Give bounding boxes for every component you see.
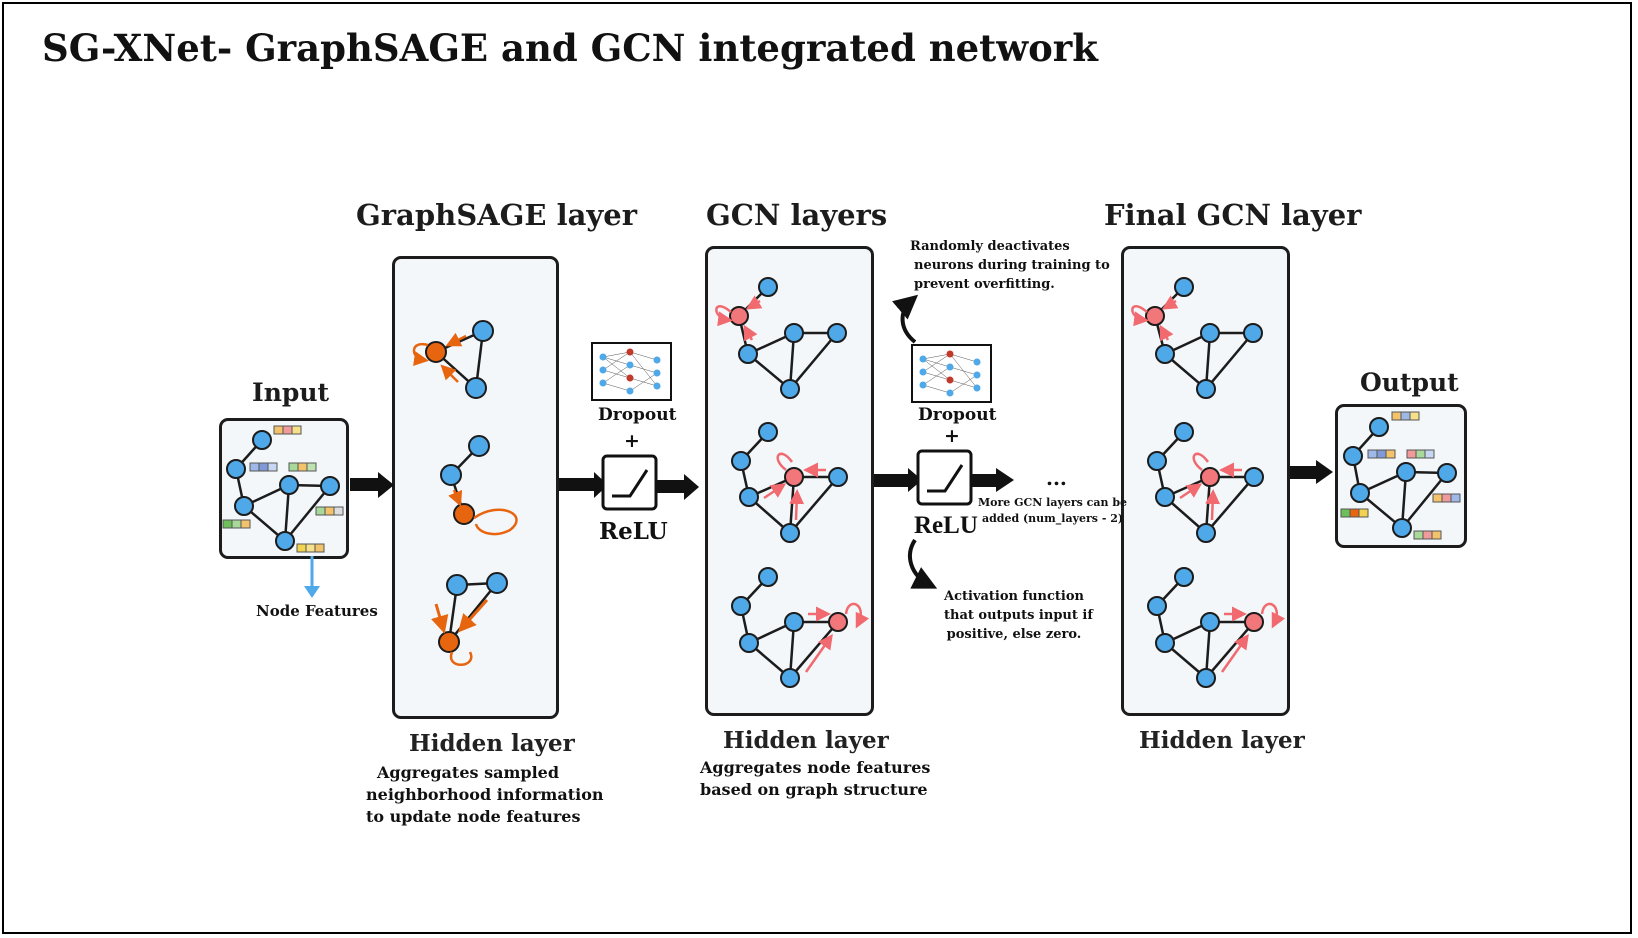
gcn-title: GCN layers (706, 198, 888, 232)
node-features-arrow (304, 556, 320, 598)
relu-note-line-2: that outputs input if (944, 608, 1093, 623)
gcn-desc-line-1: Aggregates node features (700, 758, 931, 777)
graphsage-description: Aggregates sampled neighborhood informat… (366, 762, 604, 828)
final-gcn-title: Final GCN layer (1104, 198, 1362, 232)
gcn-description: Aggregates node features based on graph … (700, 757, 931, 801)
gcn-subgraph-1 (715, 277, 847, 399)
dropout-icon-2 (911, 344, 992, 403)
ellipsis-label: ... (1046, 466, 1067, 490)
relu-callout-arrow (908, 538, 938, 589)
output-graph (1343, 417, 1457, 538)
graphsage-subgraph-1 (412, 320, 494, 399)
relu-label-1: ReLU (599, 518, 668, 545)
gcn-subgraph-2 (731, 422, 848, 543)
final-gcn-subgraph-1 (1131, 277, 1263, 399)
gcn-subgraph-3 (731, 567, 870, 688)
relu-note: Activation function that outputs input i… (944, 587, 1093, 644)
hidden-layer-graphsage: Hidden layer (409, 730, 575, 757)
graphsage-desc-line-2: neighborhood information (366, 785, 604, 804)
final-gcn-subgraph-3 (1147, 567, 1286, 688)
graphsage-desc-line-3: to update node features (366, 807, 581, 826)
more-layers-note: More GCN layers can be added (num_layers… (978, 495, 1127, 527)
plus-label-2: + (944, 425, 960, 447)
relu-icon-2 (916, 449, 973, 506)
more-layers-line-2: added (num_layers - 2) (981, 512, 1124, 525)
hidden-layer-gcn: Hidden layer (723, 727, 889, 754)
input-title: Input (252, 378, 330, 407)
hidden-layer-final: Hidden layer (1139, 727, 1305, 754)
dropout-note: Randomly deactivates neurons during trai… (910, 237, 1110, 294)
dropout-note-line-3: prevent overfitting. (914, 277, 1055, 292)
dropout-note-line-2: neurons during training to (914, 258, 1110, 273)
graphsage-title: GraphSAGE layer (356, 198, 637, 232)
graphsage-subgraph-3 (431, 572, 508, 666)
graphsage-desc-line-1: Aggregates sampled (376, 763, 560, 782)
input-graph (226, 430, 340, 551)
input-feature-bars (222, 425, 344, 553)
output-title: Output (1360, 368, 1459, 397)
final-gcn-subgraph-2 (1147, 422, 1264, 543)
output-feature-bars (1340, 411, 1461, 540)
dropout-callout-arrow (892, 294, 919, 344)
relu-note-line-1: Activation function (944, 589, 1084, 604)
flow-arrow-relu-to-gcn (656, 474, 699, 500)
dropout-icon-1 (591, 342, 672, 401)
flow-arrow-input-to-graphsage (350, 472, 394, 498)
relu-icon-1 (601, 454, 658, 511)
relu-note-line-3: positive, else zero. (946, 627, 1082, 642)
flow-arrow-gcn-to-relu (874, 468, 922, 492)
graphsage-subgraph-2 (440, 435, 518, 536)
dropout-label-1: Dropout (598, 405, 677, 425)
flow-arrow-relu-to-more (972, 468, 1014, 492)
gcn-desc-line-2: based on graph structure (700, 780, 928, 799)
dropout-label-2: Dropout (918, 405, 997, 425)
dropout-note-line-1: Randomly deactivates (910, 239, 1070, 254)
diagram-title: SG-XNet- GraphSAGE and GCN integrated ne… (42, 26, 1098, 70)
node-features-label: Node Features (256, 602, 378, 620)
graphsage-panel (392, 256, 559, 719)
flow-arrow-final-to-output (1290, 460, 1333, 484)
plus-label-1: + (624, 430, 640, 452)
relu-label-2: ReLU (914, 512, 978, 539)
flow-arrow-graphsage-to-relu (559, 472, 608, 498)
more-layers-line-1: More GCN layers can be (978, 496, 1128, 509)
